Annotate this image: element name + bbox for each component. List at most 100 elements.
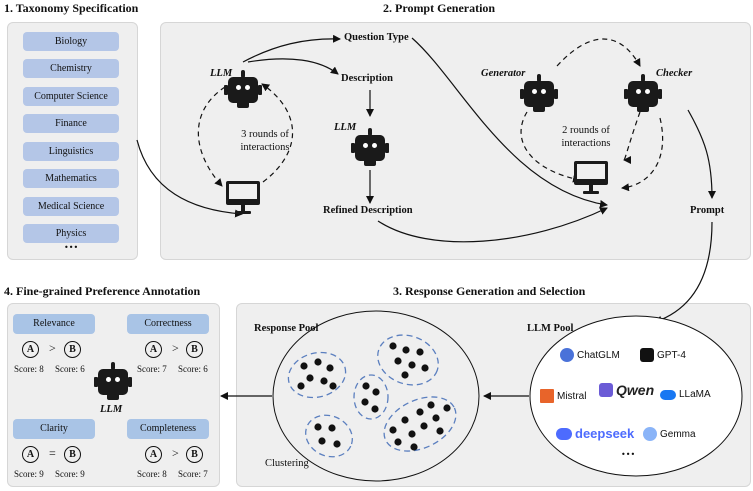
response-dot [326, 364, 334, 372]
response-dot [401, 371, 409, 379]
arrow-llm-to-description [247, 58, 339, 75]
clustering-label: Clustering [265, 458, 309, 469]
dashed-loop-right-top [556, 38, 641, 67]
response-dot [416, 348, 424, 356]
description-label: Description [341, 73, 393, 84]
monitor-icon-left [226, 181, 260, 215]
response-dot [328, 424, 336, 432]
relation-symbol: > [172, 341, 179, 355]
arrow-checker-to-prompt [687, 109, 716, 199]
llm-pool-ellipsis: ••• [621, 450, 636, 459]
arrow-question-type-to-monitor [411, 37, 608, 208]
response-dot [306, 374, 314, 382]
model-name: ChatGLM [577, 349, 620, 361]
response-dot [402, 346, 410, 354]
taxonomy-item: Computer Science [23, 87, 119, 106]
model-deepseek: deepseek [556, 426, 634, 441]
response-dot [394, 438, 402, 446]
response-b-badge: B [64, 446, 81, 463]
response-dot [300, 362, 308, 370]
response-dot [314, 423, 322, 431]
deepseek-icon [556, 427, 572, 440]
response-dot [372, 388, 380, 396]
model-name: Qwen [616, 382, 655, 398]
dimension-correctness: Correctness [127, 314, 209, 334]
question-type-label: Question Type [344, 32, 409, 43]
response-pool-ellipse [272, 310, 480, 482]
response-b-badge: B [186, 446, 203, 463]
response-dot [427, 401, 435, 409]
response-dot [318, 437, 326, 445]
response-dot [432, 414, 440, 422]
llm-label-annotator: LLM [100, 404, 123, 415]
response-dot [333, 440, 341, 448]
model-name: Gemma [660, 428, 696, 440]
section-title-taxonomy: 1. Taxonomy Specification [4, 1, 139, 15]
taxonomy-item: Chemistry [23, 59, 119, 78]
response-dot [320, 377, 328, 385]
model-gemma: Gemma [643, 427, 696, 441]
relation-symbol: > [49, 341, 56, 355]
cluster-outline [353, 374, 389, 420]
robot-icon-llm-mid [351, 128, 389, 166]
gemma-icon [643, 427, 657, 441]
arrow-refined-to-monitor [377, 207, 608, 243]
response-b-badge: B [186, 341, 203, 358]
arrow-prompt-to-llm-pool [654, 221, 713, 324]
response-dot [361, 398, 369, 406]
llm-pool-ellipse [529, 315, 743, 477]
section-title-annotation: 4. Fine-grained Preference Annotation [4, 284, 201, 298]
model-name: deepseek [575, 426, 635, 441]
taxonomy-item: Linguistics [23, 142, 119, 161]
cluster-outline [377, 334, 439, 386]
section-title-response-generation: 3. Response Generation and Selection [393, 284, 586, 298]
dashed-loop-right-a [520, 111, 581, 183]
response-dot [416, 408, 424, 416]
response-pool-label: Response Pool [254, 323, 319, 334]
response-dot [314, 358, 322, 366]
dimension-completeness: Completeness [127, 419, 209, 439]
dimension-relevance: Relevance [13, 314, 95, 334]
qwen-icon [599, 383, 613, 397]
response-dot [408, 430, 416, 438]
robot-icon-annotator [94, 362, 132, 400]
response-dot [297, 382, 305, 390]
response-dot [420, 422, 428, 430]
model-qwen: Qwen [599, 382, 654, 398]
dimension-clarity: Clarity [13, 419, 95, 439]
cluster-outline [287, 351, 347, 399]
response-dot [371, 405, 379, 413]
section-title-prompt-generation: 2. Prompt Generation [383, 1, 496, 15]
model-gpt4: GPT-4 [640, 348, 686, 362]
taxonomy-item: Finance [23, 114, 119, 133]
arrow-taxonomy-to-monitor [136, 139, 243, 218]
mistral-icon [540, 389, 554, 403]
model-name: Mistral [557, 390, 587, 402]
refined-description-label: Refined Description [323, 205, 413, 216]
robot-icon-llm-left [224, 70, 262, 108]
model-chatglm: ChatGLM [560, 348, 620, 362]
response-dot [421, 364, 429, 372]
robot-icon-checker [624, 74, 662, 112]
score-b: Score: 6 [55, 364, 85, 374]
response-a-badge: A [22, 341, 39, 358]
taxonomy-item: Physics [23, 224, 119, 243]
taxonomy-item: Medical Science [23, 197, 119, 216]
model-mistral: Mistral [540, 389, 586, 403]
score-b: Score: 9 [55, 469, 85, 479]
rounds-label-right: 2 rounds of interactions [561, 125, 611, 149]
response-dot [329, 382, 337, 390]
meta-icon [660, 389, 676, 400]
taxonomy-item: Biology [23, 32, 119, 51]
llm-label-mid: LLM [334, 122, 357, 133]
cluster-outline [305, 414, 353, 458]
response-b-badge: B [64, 341, 81, 358]
response-dot [389, 426, 397, 434]
llm-pool-label: LLM Pool [527, 323, 574, 334]
model-name: GPT-4 [657, 349, 686, 361]
robot-icon-generator [520, 74, 558, 112]
taxonomy-ellipsis: ••• [64, 243, 79, 252]
openai-icon [640, 348, 654, 362]
generator-label: Generator [481, 68, 526, 79]
